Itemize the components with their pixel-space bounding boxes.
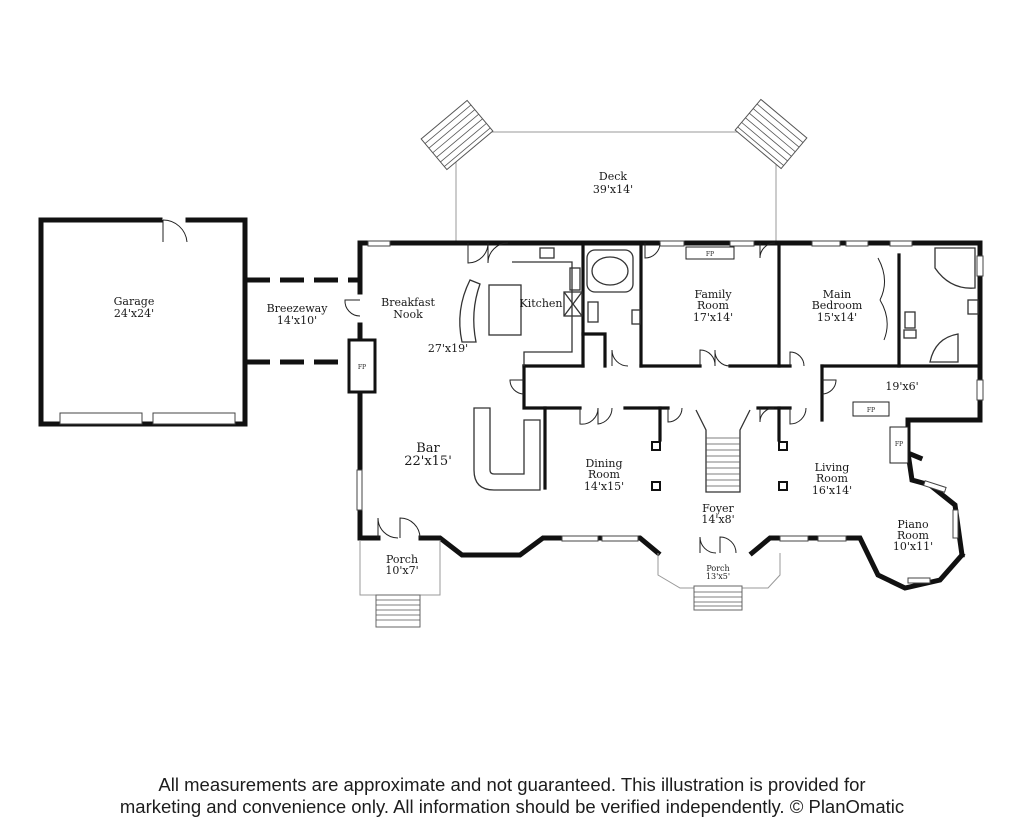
kitchen-dim: 27'x19' [428,342,468,355]
porch-left-name: Porch [386,553,418,566]
bath-fixtures [586,247,979,363]
house-walls [347,240,984,591]
doors [344,242,888,554]
family-room-line2: Room [697,299,730,312]
disclaimer-line2: marketing and convenience only. All info… [119,796,905,817]
living-room-dim: 16'x14' [812,484,852,497]
dining-room-line2: Room [588,468,621,481]
dining-room-line1: Dining [585,457,622,470]
foyer-name: Foyer [702,502,734,515]
disclaimer-line1: All measurements are approximate and not… [158,774,866,795]
foyer-stairs [695,409,751,493]
main-bedroom-dim: 15'x14' [817,311,857,324]
deck-name: Deck [599,170,627,183]
porch-left-dim: 10'x7' [385,564,418,577]
bar-name: Bar [416,441,440,456]
kitchen-name: Kitchen [520,297,563,310]
kitchen-fixtures [459,247,583,491]
main-bedroom-line2: Bedroom [812,299,863,312]
fp-label-bedroom: FP [867,407,875,414]
room-labels: Deck 39'x14' Garage 24'x24' Breezeway 14… [114,170,933,581]
family-room-line1: Family [694,288,732,301]
deck-dim: 39'x14' [593,183,633,196]
piano-room-line1: Piano [897,518,929,531]
breezeway [246,277,360,365]
family-room-dim: 17'x14' [693,311,733,324]
main-bedroom-line1: Main [823,288,851,301]
breezeway-name: Breezeway [267,302,329,315]
breakfast-nook-line2: Nook [393,308,423,321]
porch-front [657,553,781,611]
disclaimer: All measurements are approximate and not… [0,774,1024,818]
piano-room-dim: 10'x11' [893,540,933,553]
closet-dim: 19'x6' [885,380,918,393]
piano-room-line2: Room [897,529,930,542]
fp-label-bar: FP [358,364,366,371]
fp-label-piano: FP [895,441,903,448]
porch-front-dim: 13'x5' [706,572,730,581]
porch-left [359,540,441,628]
bar-dim: 22'x15' [404,454,452,469]
interior-walls [522,241,982,491]
dining-room-dim: 14'x15' [584,480,624,493]
living-room-line2: Room [816,472,849,485]
foyer-dim: 14'x8' [701,513,734,526]
breezeway-dim: 14'x10' [277,314,317,327]
fp-label-family: FP [706,251,714,258]
garage-name: Garage [114,295,155,308]
living-room-line1: Living [815,461,850,474]
breakfast-nook-line1: Breakfast [381,296,435,309]
deck [420,98,808,243]
porch-front-name: Porch [706,564,729,573]
garage [38,217,248,427]
garage-dim: 24'x24' [114,307,154,320]
